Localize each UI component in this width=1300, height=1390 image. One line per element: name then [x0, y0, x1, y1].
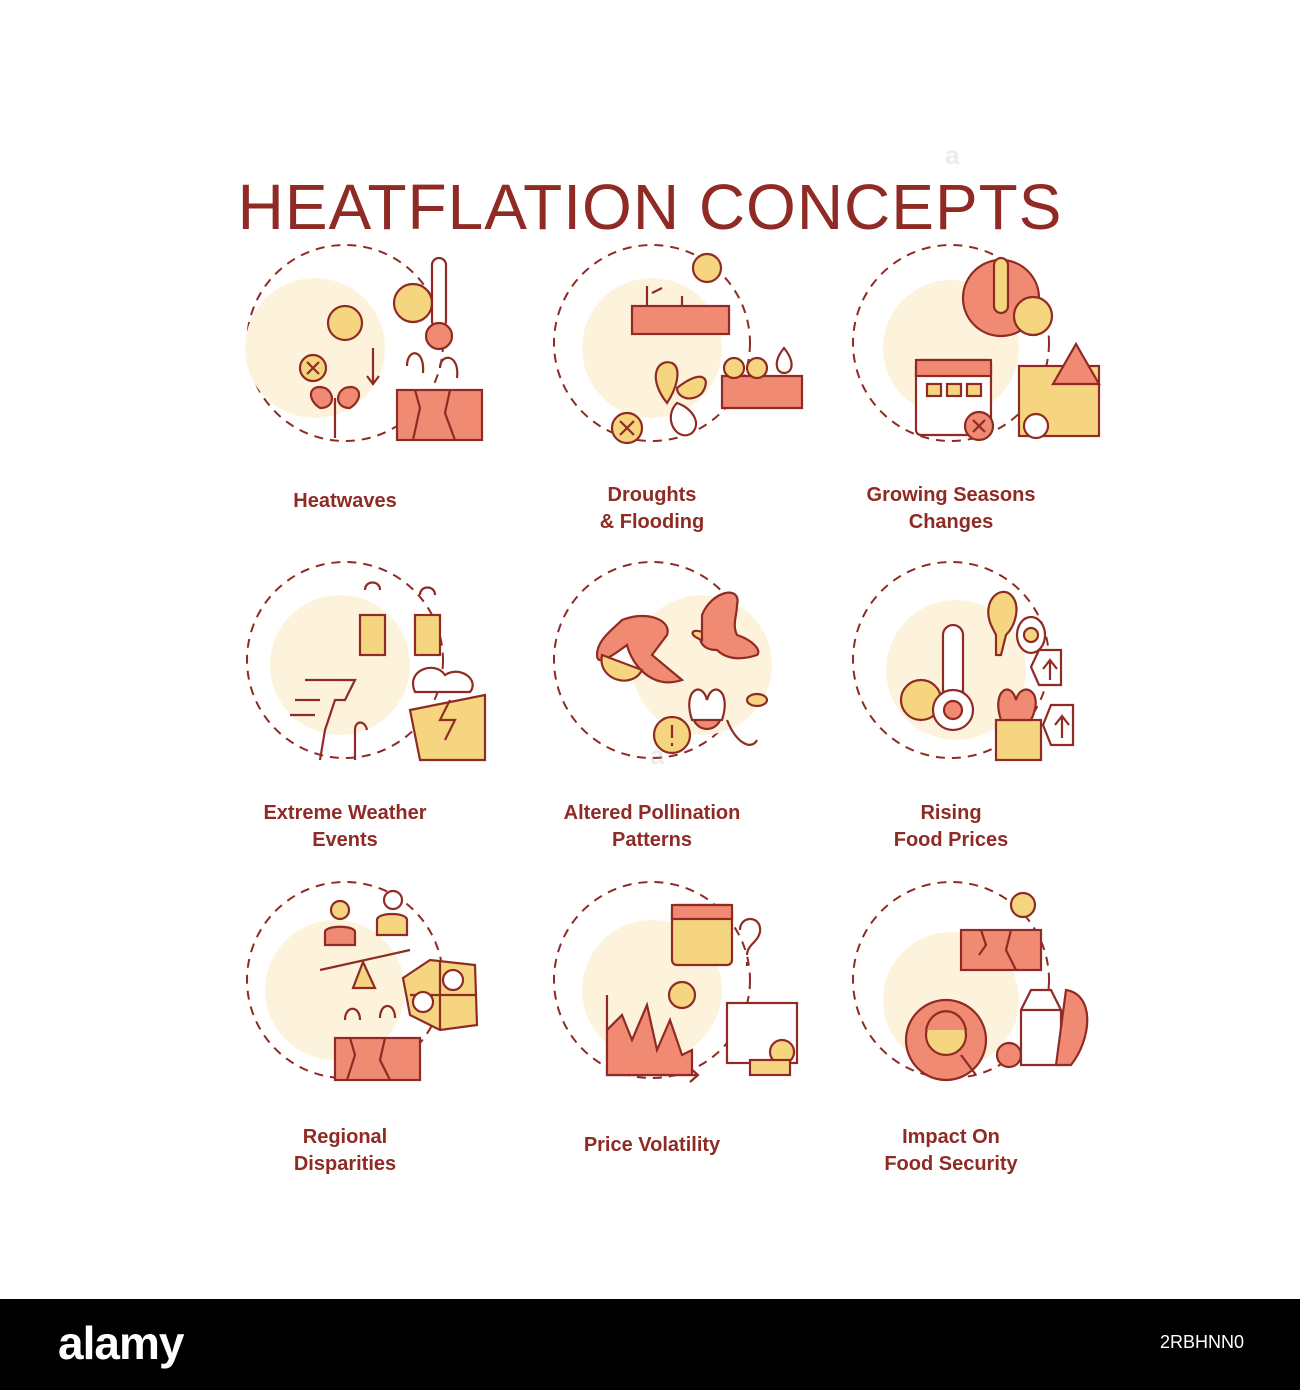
- concept-label: Heatwaves: [293, 490, 397, 512]
- rising-food-prices-icon: [852, 561, 1075, 762]
- footer-bar: alamy 2RBHNN0: [0, 1299, 1300, 1390]
- heatwaves-icon: [245, 244, 484, 442]
- food-security-icon: [852, 881, 1089, 1082]
- brand-logo: alamy: [58, 1317, 184, 1369]
- price-volatility-icon: [553, 881, 799, 1083]
- watermark: a: [945, 140, 960, 170]
- regional-disparities-icon: [246, 881, 479, 1082]
- concept-price-volatility: Price Volatility: [502, 881, 802, 1190]
- watermark: a: [650, 740, 665, 770]
- image-id: 2RBHNN0: [1159, 1332, 1244, 1352]
- pollination-icon: [553, 561, 772, 759]
- page-title: HEATFLATION CONCEPTS: [237, 170, 1063, 243]
- concept-droughts-flooding: Droughts& Flooding: [502, 244, 804, 548]
- droughts-flooding-icon: [553, 244, 804, 445]
- concept-heatwaves: Heatwaves: [195, 244, 495, 548]
- growing-seasons-icon: [852, 244, 1101, 442]
- extreme-weather-icon: [246, 561, 487, 762]
- concept-label: Price Volatility: [583, 1134, 721, 1156]
- concept-label: Droughts& Flooding: [599, 484, 705, 533]
